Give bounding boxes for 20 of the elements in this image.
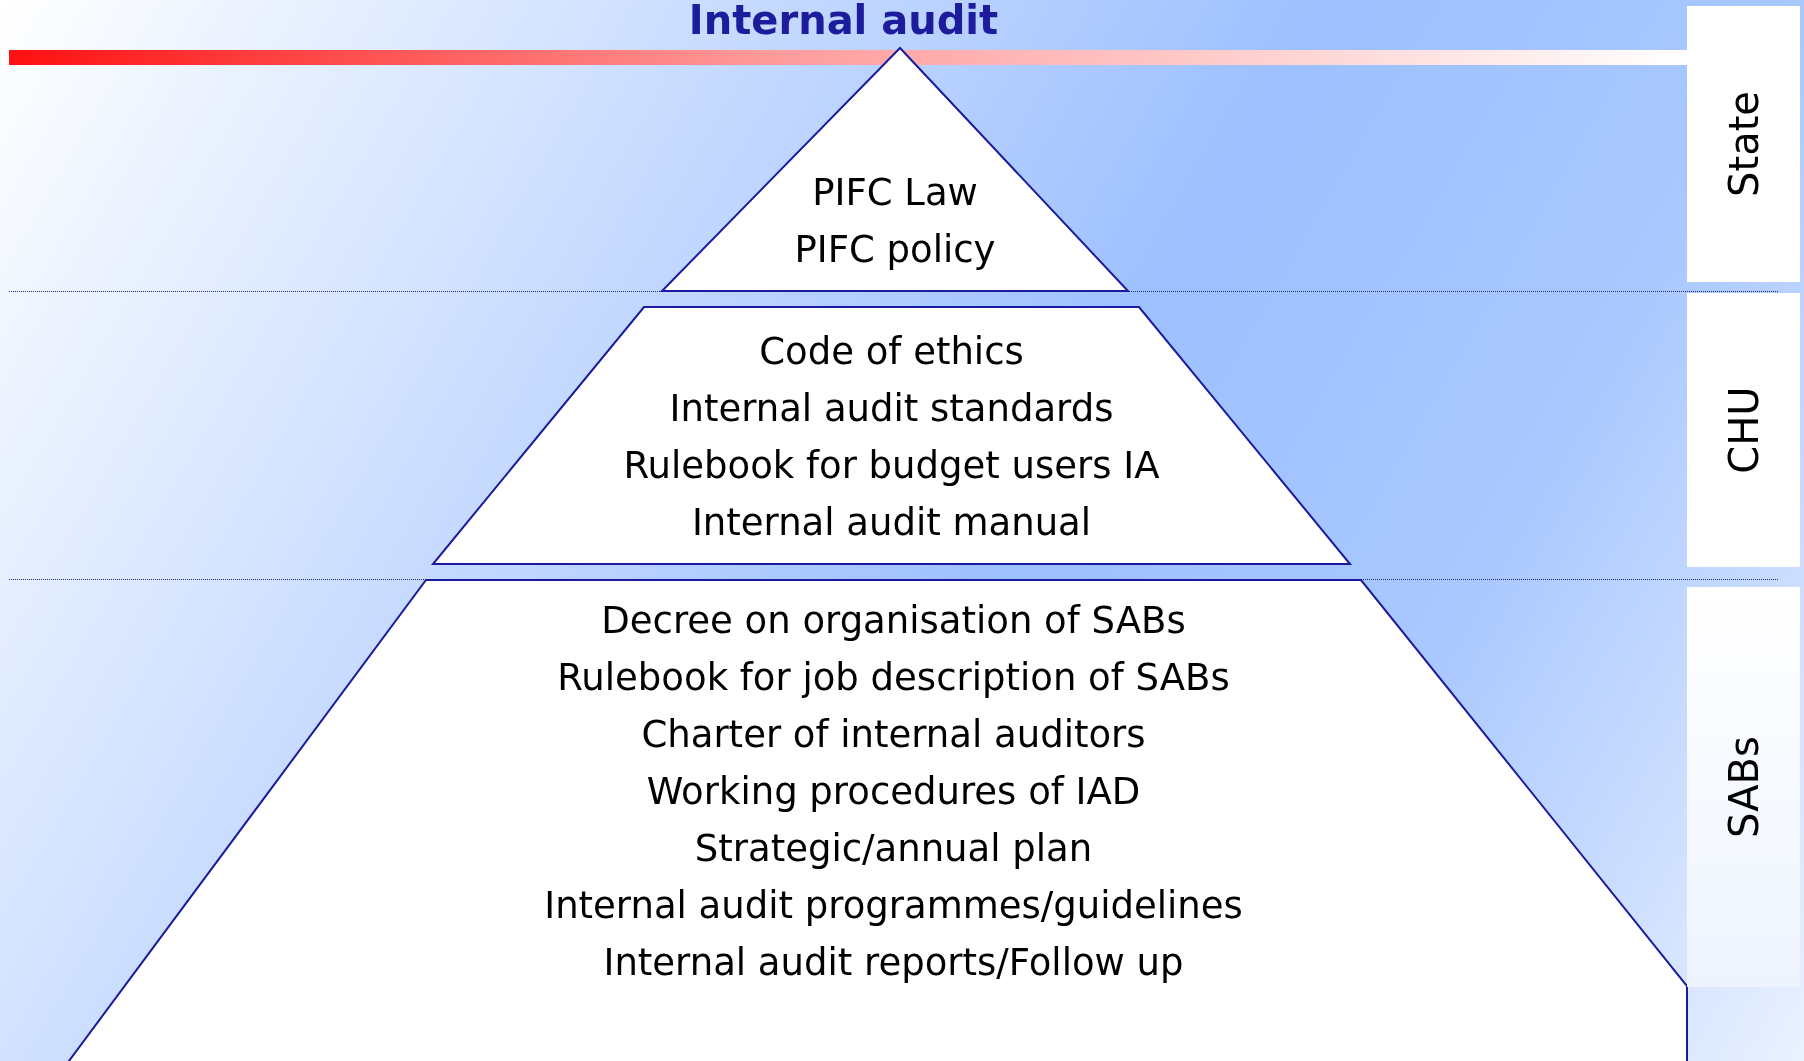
pyramid-text: Strategic/annual plan — [694, 826, 1093, 872]
pyramid-text: Code of ethics — [759, 329, 1024, 375]
side-panel — [1687, 6, 1800, 282]
pyramid-text: Rulebook for job description of SABs — [557, 655, 1230, 701]
pyramid-text: PIFC Law — [812, 170, 978, 216]
pyramid-text: Working procedures of IAD — [646, 769, 1141, 815]
tier-label: State — [1720, 91, 1767, 197]
title: Internal audit — [688, 0, 999, 43]
tier-label: SABs — [1720, 736, 1767, 838]
pyramid-text: Decree on organisation of SABs — [601, 598, 1186, 644]
pyramid-text: Internal audit reports/Follow up — [603, 940, 1184, 986]
pyramid-text: PIFC policy — [794, 227, 996, 273]
pyramid-text: Internal audit standards — [669, 386, 1114, 432]
side-panel — [1687, 293, 1800, 567]
pyramid-text: Internal audit programmes/guidelines — [544, 883, 1243, 929]
tier-label: CHU — [1720, 386, 1767, 474]
pyramid-text: Internal audit manual — [691, 500, 1092, 546]
pyramid-text: Rulebook for budget users IA — [623, 443, 1160, 489]
side-panel — [1687, 587, 1800, 987]
pyramid-text: Charter of internal auditors — [641, 712, 1146, 758]
